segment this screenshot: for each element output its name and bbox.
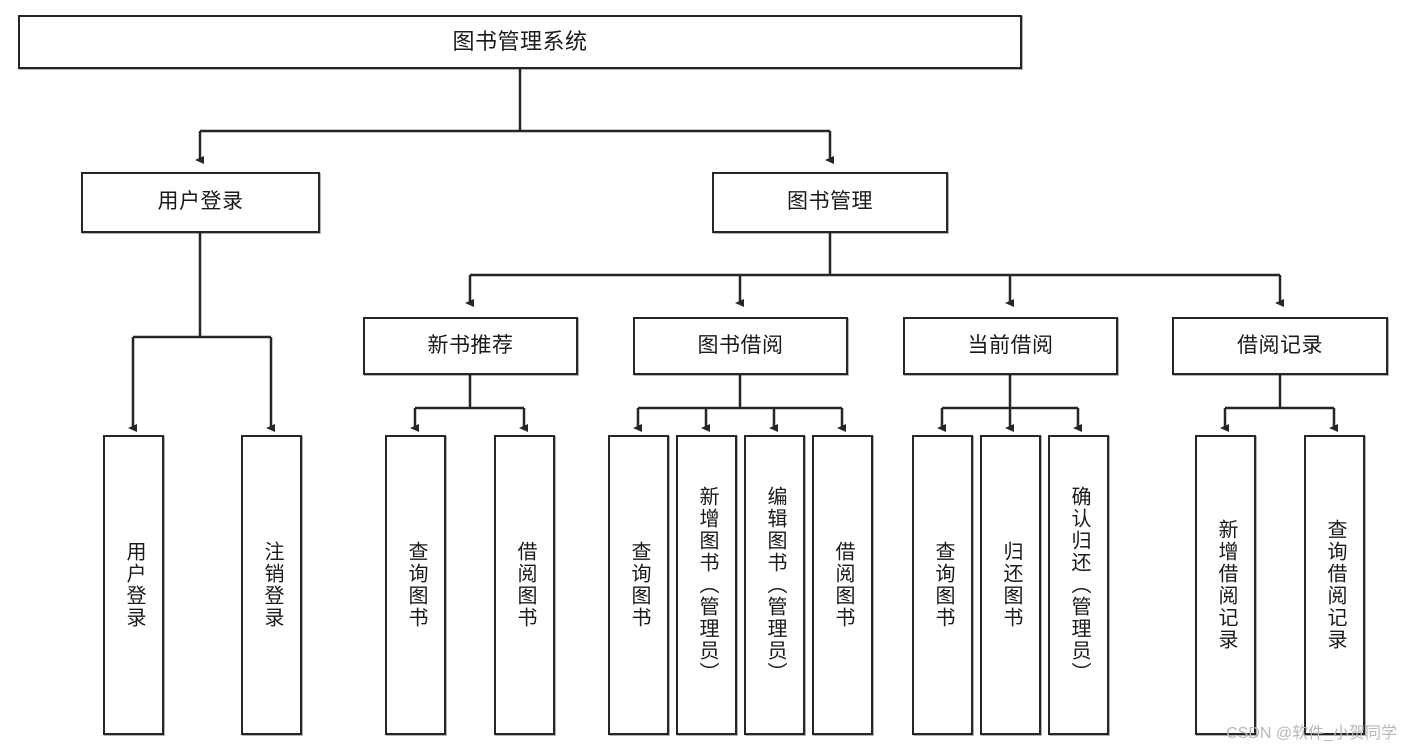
node-leaf-query-book-1-label: 查询图书 — [405, 541, 427, 629]
node-leaf-user-login[interactable]: 用户登录 — [103, 435, 164, 735]
node-new-book-recommend-label: 新书推荐 — [427, 333, 514, 357]
node-borrow-record[interactable]: 借阅记录 — [1172, 317, 1388, 375]
node-leaf-add-book-label: 新增图书（管理员） — [696, 486, 718, 684]
node-leaf-confirm-return-label: 确认归还（管理员） — [1068, 486, 1090, 684]
node-leaf-edit-book-label: 编辑图书（管理员） — [764, 486, 786, 684]
node-leaf-borrow-book-2[interactable]: 借阅图书 — [812, 435, 873, 735]
node-book-borrow[interactable]: 图书借阅 — [633, 317, 848, 375]
node-user-login-label: 用户登录 — [157, 190, 244, 214]
node-borrow-record-label: 借阅记录 — [1237, 333, 1323, 357]
node-leaf-query-book-3[interactable]: 查询图书 — [912, 435, 973, 735]
node-book-borrow-label: 图书借阅 — [697, 333, 784, 357]
node-new-book-recommend[interactable]: 新书推荐 — [363, 317, 578, 375]
node-leaf-return-book[interactable]: 归还图书 — [980, 435, 1041, 735]
node-current-borrow[interactable]: 当前借阅 — [903, 317, 1118, 375]
node-current-borrow-label: 当前借阅 — [967, 333, 1054, 357]
node-book-manage[interactable]: 图书管理 — [712, 172, 948, 233]
node-leaf-add-book[interactable]: 新增图书（管理员） — [676, 435, 737, 735]
node-root[interactable]: 图书管理系统 — [18, 15, 1022, 69]
node-leaf-edit-book[interactable]: 编辑图书（管理员） — [744, 435, 805, 735]
node-leaf-return-book-label: 归还图书 — [1000, 541, 1022, 629]
node-leaf-logout[interactable]: 注销登录 — [241, 435, 302, 735]
node-leaf-logout-label: 注销登录 — [261, 541, 283, 629]
node-leaf-query-book-2[interactable]: 查询图书 — [608, 435, 669, 735]
node-leaf-user-login-label: 用户登录 — [123, 541, 145, 629]
node-book-manage-label: 图书管理 — [787, 190, 873, 214]
node-leaf-add-record-label: 新增借阅记录 — [1215, 519, 1237, 651]
node-leaf-query-book-1[interactable]: 查询图书 — [385, 435, 446, 735]
node-user-login[interactable]: 用户登录 — [81, 172, 320, 233]
node-leaf-borrow-book-2-label: 借阅图书 — [832, 541, 854, 629]
node-leaf-borrow-book-1[interactable]: 借阅图书 — [494, 435, 555, 735]
watermark: CSDN @软件_小贺同学 — [1226, 725, 1397, 742]
node-leaf-query-book-3-label: 查询图书 — [932, 541, 954, 629]
node-leaf-add-record[interactable]: 新增借阅记录 — [1195, 435, 1256, 735]
node-leaf-query-record[interactable]: 查询借阅记录 — [1304, 435, 1365, 735]
node-leaf-query-book-2-label: 查询图书 — [628, 541, 650, 629]
node-leaf-confirm-return[interactable]: 确认归还（管理员） — [1048, 435, 1109, 735]
node-root-label: 图书管理系统 — [452, 29, 588, 55]
node-leaf-query-record-label: 查询借阅记录 — [1324, 519, 1346, 651]
node-leaf-borrow-book-1-label: 借阅图书 — [514, 541, 536, 629]
